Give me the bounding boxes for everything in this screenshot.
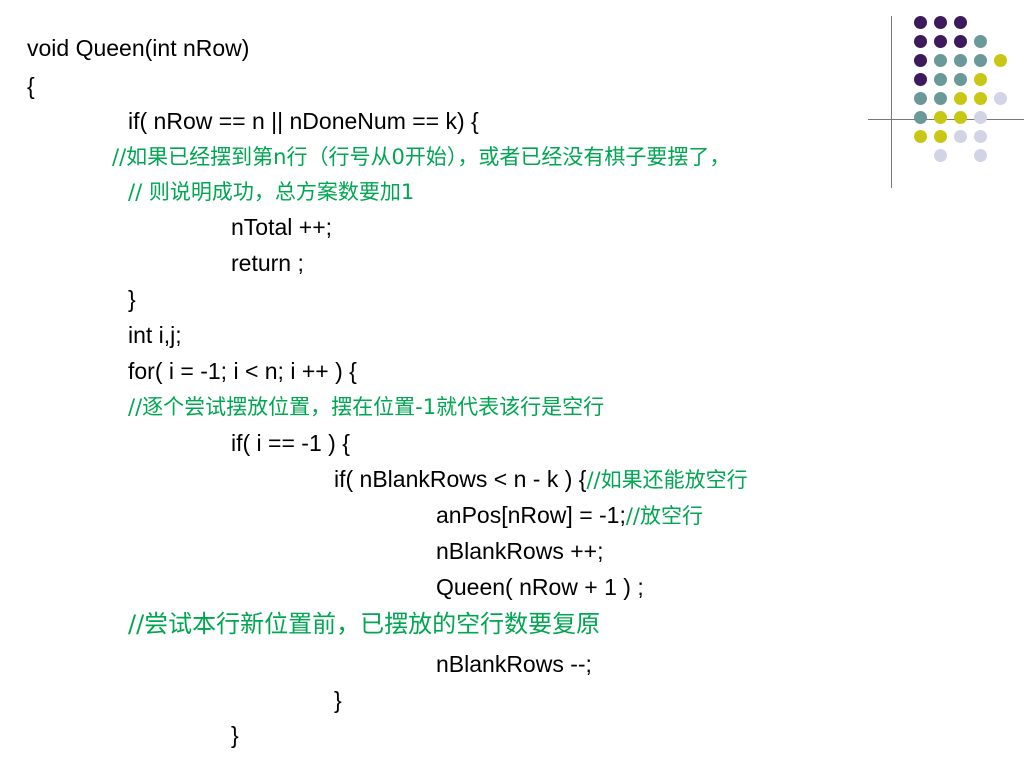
code-text: anPos[nRow] = -1;: [436, 502, 626, 528]
code-line-blank-decrement: nBlankRows --;: [436, 651, 592, 677]
decor-dot: [974, 73, 987, 86]
code-comment-add-total: // 则说明成功，总方案数要加1: [128, 180, 415, 204]
decor-dot: [974, 149, 987, 162]
decor-dot: [994, 92, 1007, 105]
code-line-ntotal-increment: nTotal ++;: [231, 214, 333, 240]
code-line-declare-ij: int i,j;: [128, 322, 182, 348]
decor-dot: [954, 111, 967, 124]
code-line-function-signature: void Queen(int nRow): [27, 35, 250, 61]
code-line-close-brace-outer: }: [231, 722, 239, 748]
decor-dot: [934, 54, 947, 67]
decor-dot: [954, 73, 967, 86]
code-line-recursive-call: Queen( nRow + 1 ) ;: [436, 574, 644, 600]
code-line-return: return ;: [231, 250, 304, 276]
code-line-if-done: if( nRow == n || nDoneNum == k) {: [128, 108, 479, 134]
decor-dot: [934, 111, 947, 124]
code-line-blank-increment: nBlankRows ++;: [436, 538, 604, 564]
decor-dot: [914, 16, 927, 29]
code-comment-try-positions: //逐个尝试摆放位置，摆在位置-1就代表该行是空行: [128, 395, 605, 419]
decor-dot: [954, 35, 967, 48]
code-line-close-brace-if: }: [128, 286, 136, 312]
decor-dot: [954, 54, 967, 67]
decor-dot: [954, 130, 967, 143]
code-line-anpos-assign: anPos[nRow] = -1;//放空行: [436, 501, 703, 530]
code-comment: //放空行: [625, 504, 704, 528]
code-line-open-brace: {: [27, 73, 35, 99]
decor-dot: [914, 111, 927, 124]
decor-dot: [994, 54, 1007, 67]
decor-dot: [974, 111, 987, 124]
decor-dot: [914, 54, 927, 67]
decor-dot: [914, 92, 927, 105]
decor-dot: [954, 92, 967, 105]
decor-dot: [914, 35, 927, 48]
code-text: if( nBlankRows < n - k ) {: [334, 466, 587, 492]
code-comment: //如果还能放空行: [586, 468, 748, 492]
decor-dot: [954, 16, 967, 29]
code-line-if-blank: if( i == -1 ) {: [231, 430, 350, 456]
decor-dot: [934, 16, 947, 29]
decor-dot: [934, 149, 947, 162]
decor-dot: [914, 73, 927, 86]
decor-dot: [974, 54, 987, 67]
code-line-if-blank-rows: if( nBlankRows < n - k ) {//如果还能放空行: [334, 465, 748, 494]
decor-dot: [934, 130, 947, 143]
code-comment-restore-blank: //尝试本行新位置前，已摆放的空行数要复原: [128, 610, 601, 638]
decor-vertical-line: [891, 16, 892, 188]
decor-dot: [934, 92, 947, 105]
code-line-close-brace-inner: }: [334, 687, 342, 713]
decor-dot: [934, 35, 947, 48]
decor-dot: [974, 92, 987, 105]
decor-dot: [974, 35, 987, 48]
code-line-for-loop: for( i = -1; i < n; i ++ ) {: [128, 358, 357, 384]
decor-dot: [934, 73, 947, 86]
code-comment-success-check: //如果已经摆到第n行（行号从0开始），或者已经没有棋子要摆了，: [112, 145, 731, 169]
decor-dot: [974, 130, 987, 143]
decor-dot-grid: [896, 8, 1016, 188]
decor-dot: [914, 130, 927, 143]
